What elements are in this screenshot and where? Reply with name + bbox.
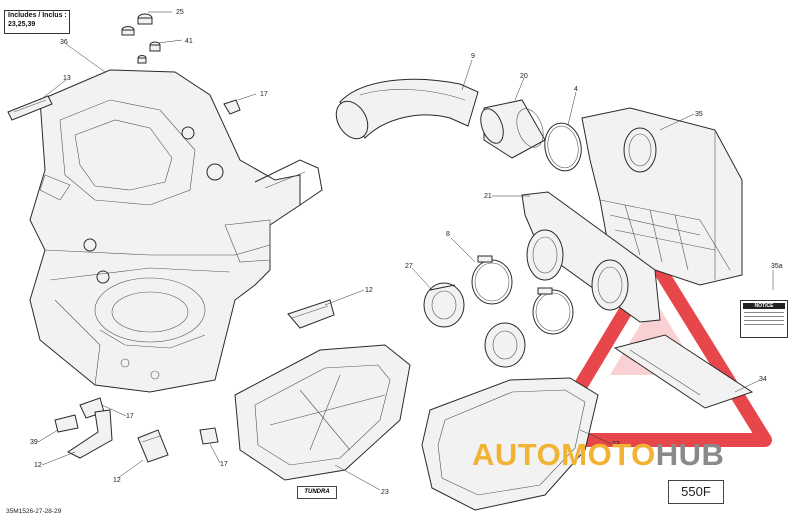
- part-21-plenum: [521, 191, 661, 323]
- callout-12-bottom-left: 12: [34, 462, 42, 469]
- callout-9: 9: [471, 53, 475, 60]
- notice-line: [744, 324, 784, 325]
- callout-12-center: 12: [365, 287, 373, 294]
- part-4-oring: [544, 122, 582, 172]
- watermark-part1: AUTOMOTO: [472, 437, 656, 472]
- callout-23-right: 23: [612, 441, 620, 448]
- callout-17-bottom-left: 17: [126, 413, 134, 420]
- part-27-couplers: [423, 282, 526, 368]
- callout-12-bottom-mid: 12: [113, 477, 121, 484]
- part-34-filter: [613, 334, 754, 409]
- callout-41: 41: [185, 38, 193, 45]
- part-9-duct: [335, 78, 479, 140]
- callout-25: 25: [176, 9, 184, 16]
- callout-4: 4: [574, 86, 578, 93]
- callout-27: 27: [405, 263, 413, 270]
- callout-8: 8: [446, 231, 450, 238]
- callout-36: 36: [60, 39, 68, 46]
- part-8-clamps: [471, 255, 574, 335]
- part-13-label: [7, 95, 53, 121]
- notice-line: [744, 320, 784, 321]
- callout-35: 35: [695, 111, 703, 118]
- callout-20: 20: [520, 73, 528, 80]
- leader-lines: [37, 11, 774, 491]
- callout-17-bottom-right: 17: [220, 461, 228, 468]
- includes-box: Includes / Inclus : 23,25,39: [4, 10, 70, 34]
- part-17-clip-top: [223, 99, 241, 115]
- part-23-frame-center: [234, 344, 411, 481]
- includes-line2: 23,25,39: [8, 21, 36, 28]
- callout-13: 13: [63, 75, 71, 82]
- watermark-part2: HUB: [655, 437, 725, 472]
- part-20-adapter: [480, 99, 546, 159]
- part-39-pad: [54, 414, 79, 433]
- part-23-lower-cover: [421, 377, 599, 511]
- model-label: 550F: [668, 480, 724, 504]
- notice-title: NOTICE: [743, 303, 785, 309]
- airbox-main: [29, 69, 323, 393]
- part-12-brackets-bottom: [67, 409, 169, 463]
- notice-line: [744, 316, 784, 317]
- callout-23-center: 23: [381, 489, 389, 496]
- watermark-text: AUTOMOTOHUB: [472, 437, 724, 473]
- part-41-plug: [137, 41, 161, 64]
- reference-number: 35M1526-27-28-29: [6, 508, 62, 515]
- callout-34: 34: [759, 376, 767, 383]
- part-35-cover: [581, 107, 743, 286]
- callout-17-top: 17: [260, 91, 268, 98]
- tundra-label: TUNDRA: [297, 486, 337, 499]
- notice-line: [744, 312, 784, 313]
- callout-21: 21: [484, 193, 492, 200]
- notice-label-part: NOTICE: [740, 300, 788, 338]
- part-17-clips-bottom: [79, 397, 219, 445]
- callout-35a: 35a: [771, 263, 783, 270]
- callout-39: 39: [30, 439, 38, 446]
- part-25-grommets: [121, 13, 153, 36]
- includes-line1: Includes / Inclus :: [8, 12, 67, 19]
- part-12-bracket-center: [287, 299, 335, 329]
